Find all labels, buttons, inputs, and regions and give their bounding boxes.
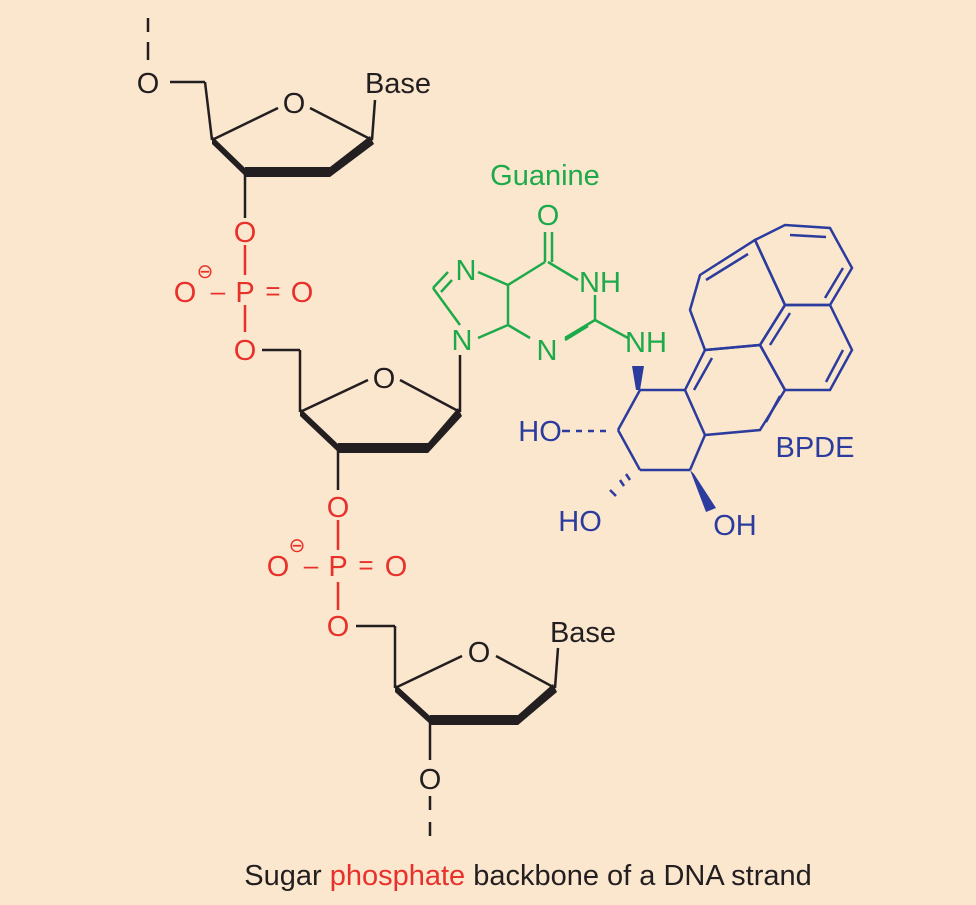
negative-charge: ⊖: [197, 261, 214, 283]
atom-o: O: [137, 68, 160, 100]
bond-dash: –: [304, 550, 319, 580]
hydroxyl-ho: HO: [558, 506, 602, 538]
bond: [431, 287, 462, 326]
atom-nh: NH: [579, 267, 621, 299]
atom-n: N: [452, 325, 473, 357]
bond-double: [824, 349, 845, 383]
bond: [477, 270, 509, 287]
bold-bond: [430, 715, 518, 725]
hash-bond: [618, 479, 626, 487]
atom-o-minus: O: [267, 551, 290, 583]
bond: [203, 81, 214, 141]
ring-bond: [211, 106, 279, 142]
phosphate-2: [336, 520, 395, 628]
base-label: Base: [365, 68, 431, 100]
bond: [477, 323, 509, 340]
atom-o: O: [419, 764, 442, 796]
wedge-bond: [330, 136, 374, 177]
wedge-bond: [212, 136, 245, 176]
bond-double: [440, 279, 453, 293]
caption-part3: backbone of a DNA strand: [465, 860, 812, 892]
hydroxyl-oh: OH: [713, 510, 757, 542]
wedge-bond: [428, 408, 462, 453]
ring-bond: [309, 106, 373, 142]
bond: [507, 323, 531, 340]
bond-double: [823, 267, 845, 299]
bpde: [562, 223, 854, 497]
caption: Sugar phosphate backbone of a DNA strand: [244, 860, 812, 892]
atom-o: O: [327, 611, 350, 643]
hash-bond: [609, 489, 617, 497]
wedge-bond: [395, 684, 430, 724]
wedge-bond: [300, 408, 338, 452]
caption-part2: phosphate: [330, 860, 465, 892]
bond: [432, 271, 449, 289]
atom-o: O: [234, 217, 257, 249]
bond-to-nh: [594, 318, 629, 340]
atom-o: O: [234, 335, 257, 367]
bond: [616, 389, 642, 431]
bond-double: [692, 357, 714, 391]
bond-dash: –: [211, 276, 226, 306]
bond-double: [564, 324, 589, 342]
bond: [688, 434, 707, 471]
atom-n: N: [537, 335, 558, 367]
base-bond: [370, 99, 377, 141]
sugar-2: [298, 350, 462, 490]
bond: [564, 318, 596, 340]
bond-double: [789, 233, 827, 239]
bond: [616, 429, 642, 471]
atom-p: P: [235, 277, 254, 309]
sugar-1: [146, 18, 377, 218]
hash-bond: [624, 473, 632, 481]
ring-oxygen: O: [373, 363, 396, 395]
bond-double: =: [265, 276, 280, 306]
ring-oxygen: O: [283, 88, 306, 120]
atom-o: O: [327, 492, 350, 524]
atom-o-minus: O: [174, 277, 197, 309]
atom-nh: NH: [625, 327, 667, 359]
ring-bond: [299, 378, 369, 414]
hydroxyl-ho: HO: [518, 416, 562, 448]
bond-double: [768, 312, 792, 346]
atom-n: N: [456, 255, 477, 287]
bond: [547, 260, 579, 282]
negative-charge: ⊖: [289, 535, 306, 557]
sugar-3: [393, 626, 560, 836]
phosphate-1: [243, 245, 300, 352]
ring-bond: [495, 654, 556, 690]
atom-p: P: [328, 551, 347, 583]
bond-double: [705, 252, 749, 282]
bold-bond: [245, 167, 330, 177]
base-label: Base: [550, 617, 616, 649]
guanine: [431, 232, 629, 342]
atom-o: O: [385, 551, 408, 583]
base-bond: [553, 647, 560, 689]
ring-oxygen: O: [468, 637, 491, 669]
bond-double: =: [358, 550, 373, 580]
wedge-bond: [518, 684, 557, 725]
ring-bond: [394, 654, 463, 690]
guanine-label: Guanine: [490, 160, 600, 192]
atom-o: O: [291, 277, 314, 309]
bond: [507, 260, 546, 287]
wedge-bond: [632, 366, 644, 390]
wedge-bond: [690, 470, 716, 512]
bold-bond: [338, 443, 428, 453]
ring-bond: [399, 378, 461, 414]
bpde-label: BPDE: [776, 432, 855, 464]
bond-double: [764, 395, 782, 423]
caption-part1: Sugar: [244, 860, 329, 892]
atom-o: O: [537, 200, 560, 232]
